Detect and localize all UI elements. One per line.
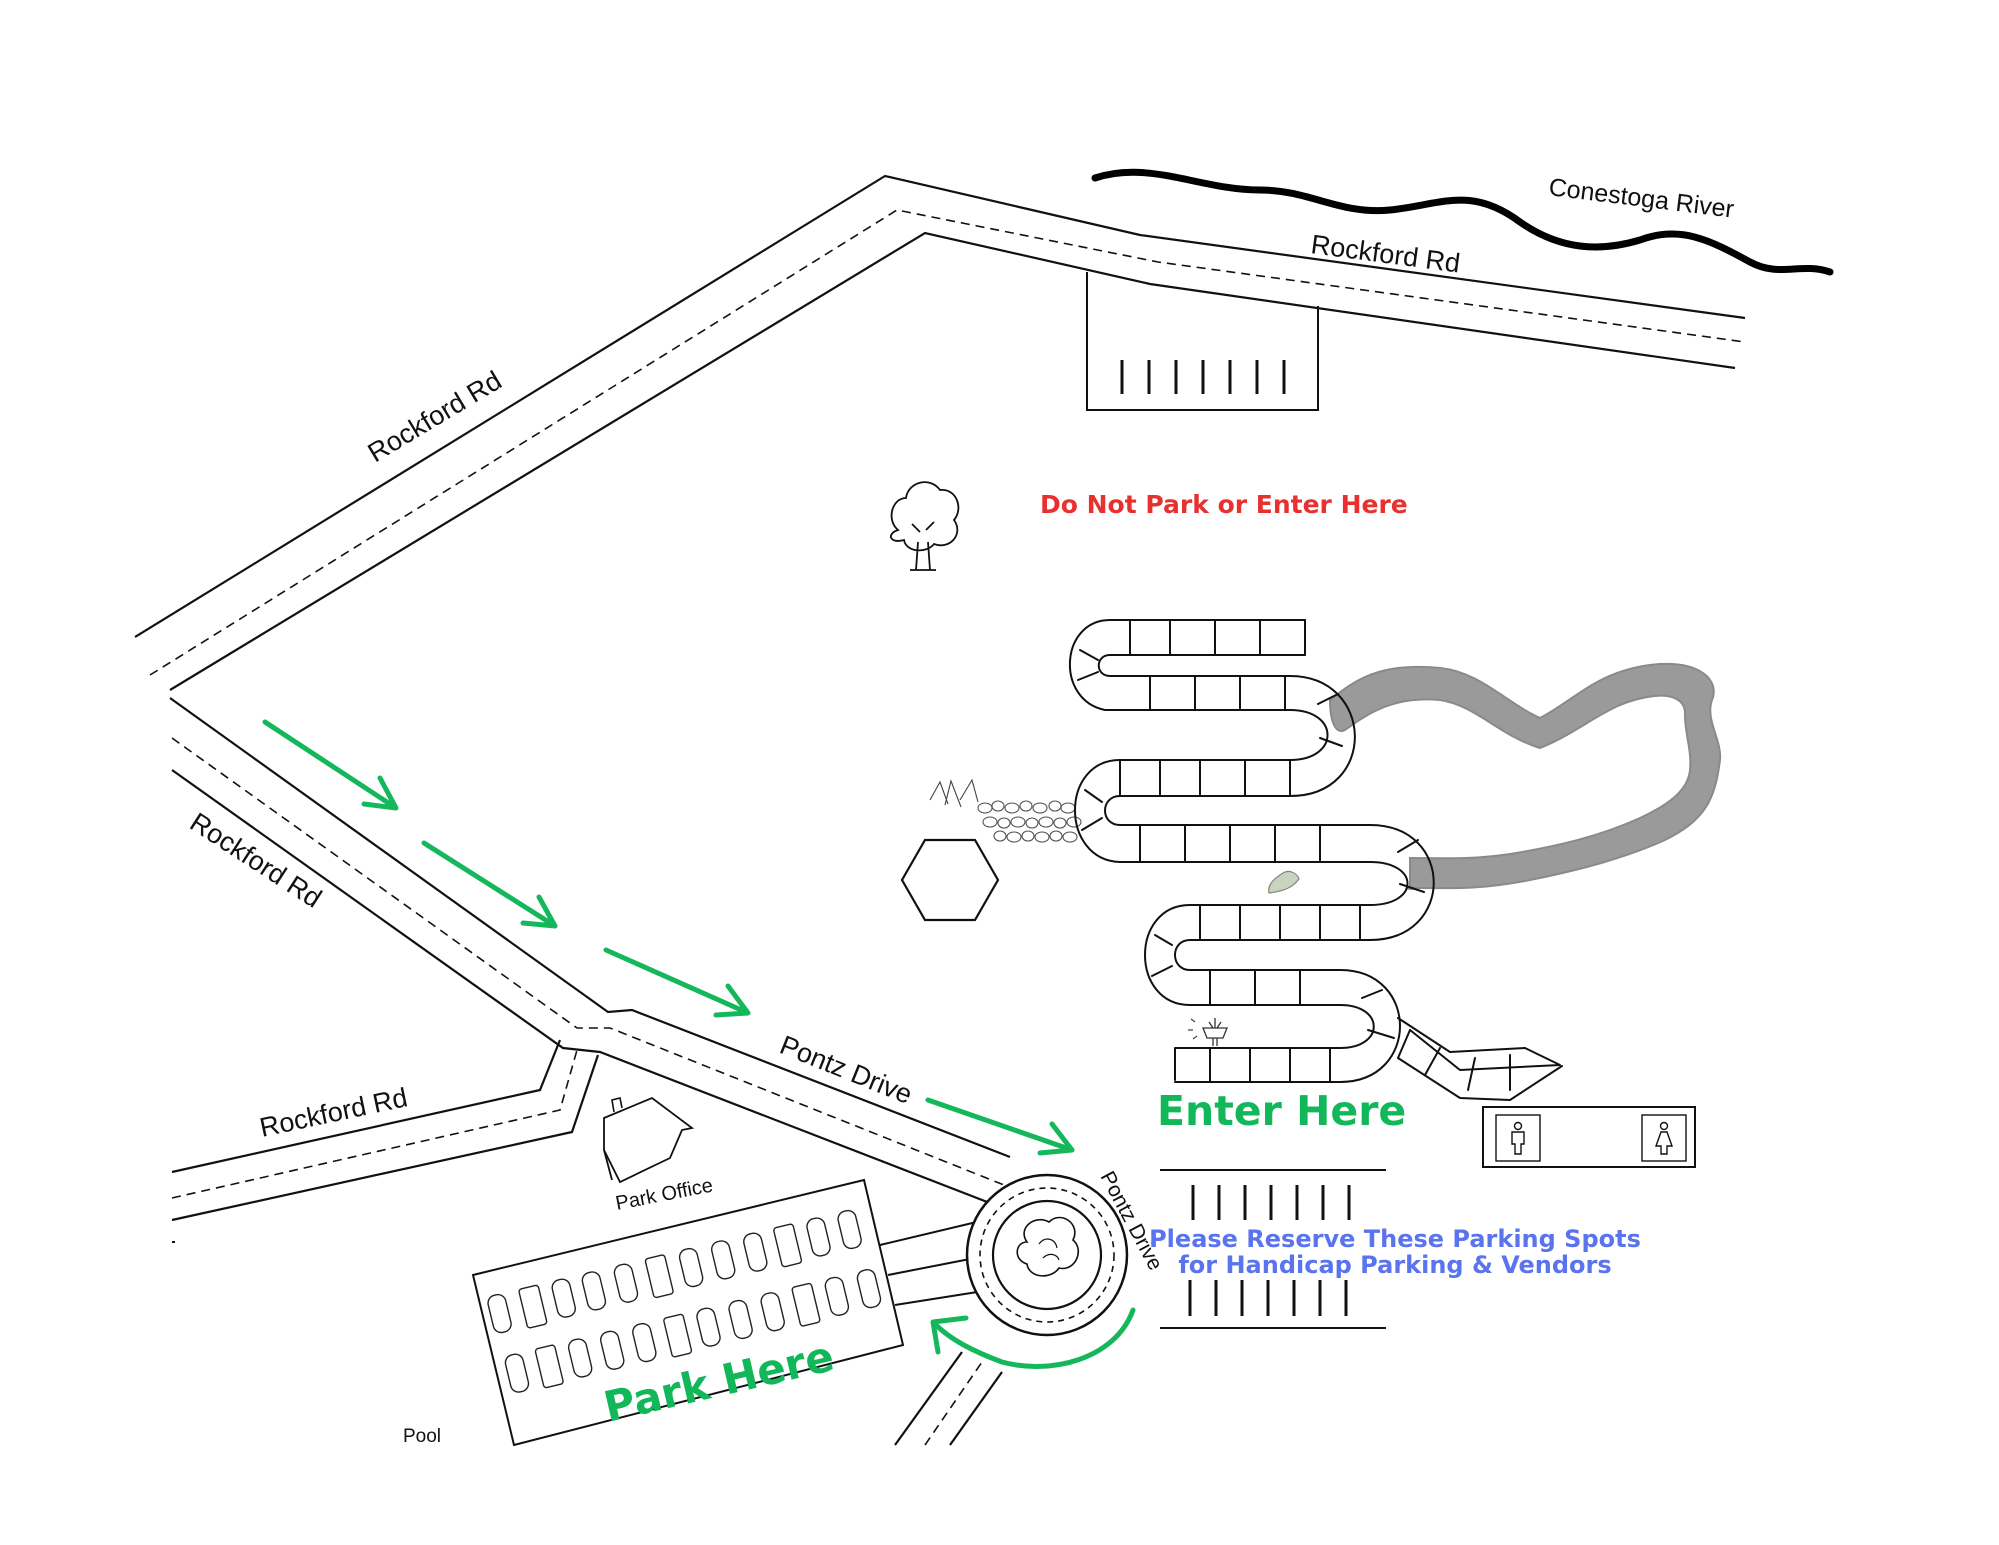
house-icon [603, 1096, 695, 1184]
direction-arrow-1 [262, 719, 399, 811]
car-icon [504, 1353, 530, 1393]
pontz-drive-label: Pontz Drive [776, 1030, 917, 1110]
men-restroom-icon [1511, 1121, 1525, 1155]
conestoga-river [1091, 168, 1834, 276]
car-icon [551, 1278, 576, 1318]
road-label-southwest: Rockford Rd [257, 1082, 410, 1143]
fountain-icon [1188, 1018, 1228, 1046]
car-icon [728, 1299, 753, 1340]
hexagon-pavilion [900, 838, 1000, 922]
women-restroom-icon [1655, 1121, 1673, 1155]
roundabout-tree-icon [1016, 1216, 1079, 1277]
car-icon [518, 1284, 548, 1329]
river-label: Conestoga River [1547, 173, 1735, 223]
reserved-parking-lot [1160, 1169, 1386, 1329]
car-icon [534, 1344, 564, 1389]
rockford-rd-west [169, 697, 1011, 1207]
serpentine-trail [1069, 619, 1563, 1101]
reserve-notice-line-2: for Handicap Parking & Vendors [1178, 1251, 1611, 1279]
car-row-bottom [504, 1269, 882, 1393]
park-office-label: Park Office [614, 1175, 715, 1215]
car-icon [663, 1313, 693, 1358]
car-icon [743, 1232, 768, 1272]
car-icon [791, 1282, 821, 1327]
north-parking-lot [1086, 272, 1319, 411]
car-icon [837, 1209, 862, 1250]
rockford-rd-southwest [171, 1039, 600, 1243]
tree-icon [890, 481, 960, 571]
direction-arrow-3 [603, 947, 751, 1018]
north-parking-stalls [1120, 360, 1286, 394]
direction-arrows[interactable] [262, 719, 1136, 1369]
car-icon [632, 1322, 657, 1363]
rockford-rd-north [134, 174, 1746, 691]
car-icon [613, 1263, 639, 1303]
stone-path [929, 778, 1082, 843]
roundabout-spurs [879, 1219, 1003, 1446]
car-icon [487, 1293, 512, 1334]
road-label-west: Rockford Rd [185, 807, 327, 914]
car-icon [806, 1217, 831, 1257]
parked-cars [487, 1209, 882, 1393]
direction-arrow-4 [925, 1097, 1075, 1156]
restroom-building [1482, 1106, 1696, 1168]
reserve-notice-line-1: Please Reserve These Parking Spots [1149, 1225, 1641, 1253]
car-icon [567, 1338, 593, 1378]
do-not-park-notice: Do Not Park or Enter Here [1040, 490, 1408, 519]
road-label-north: Rockford Rd [1309, 229, 1462, 278]
car-icon [581, 1271, 607, 1311]
car-icon [760, 1292, 785, 1332]
car-row-top [487, 1209, 862, 1334]
car-icon [678, 1247, 704, 1288]
gray-trail [1328, 662, 1722, 890]
direction-arrow-2 [421, 840, 558, 929]
reserved-stalls-bottom [1188, 1280, 1348, 1316]
enter-here-notice: Enter Here [1157, 1087, 1406, 1135]
car-icon [710, 1240, 736, 1280]
car-icon [773, 1223, 803, 1268]
trail-rungs [1077, 619, 1425, 1083]
car-icon [696, 1307, 721, 1347]
car-icon [824, 1276, 850, 1316]
car-icon [856, 1269, 882, 1309]
shrub-icon [1268, 870, 1300, 894]
reserved-stalls-top [1191, 1185, 1351, 1220]
pool-label: Pool [403, 1426, 441, 1447]
roundabout-exit-arrow [930, 1307, 1136, 1369]
car-icon [600, 1330, 625, 1370]
car-icon [644, 1254, 674, 1299]
main-parking-lot[interactable] [471, 1178, 905, 1447]
